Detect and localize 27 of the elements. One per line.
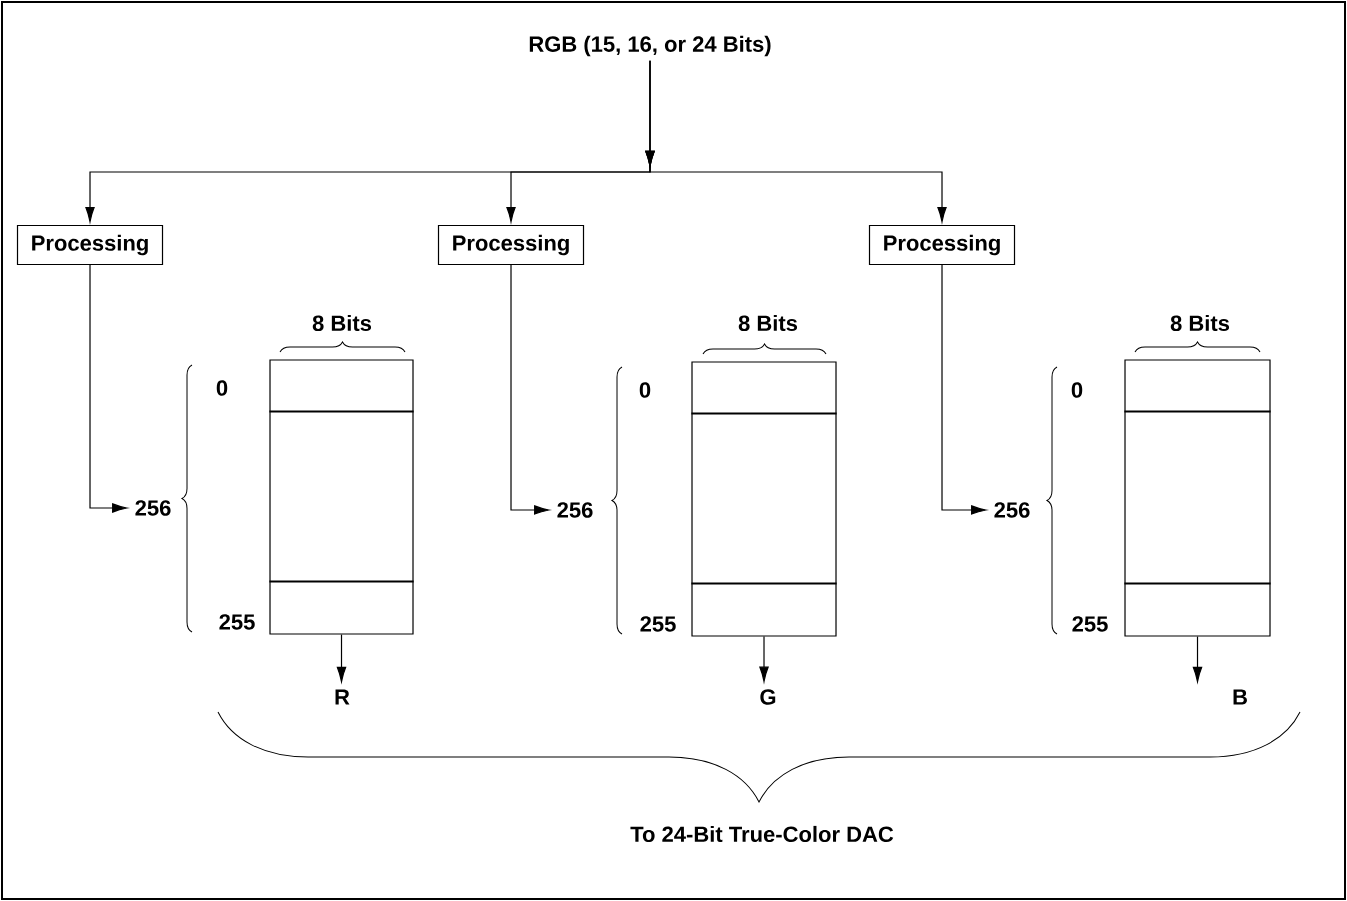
memory-table xyxy=(1123,359,1272,637)
arrow xyxy=(759,636,769,682)
label-text: 0 xyxy=(639,382,651,398)
processing-box: Processing xyxy=(868,224,1016,266)
arrow xyxy=(941,264,987,515)
node-text: G xyxy=(760,689,776,705)
label-text: 0 xyxy=(216,380,228,396)
node-text: 256 xyxy=(557,502,593,518)
node-text: 256 xyxy=(994,502,1030,518)
processing-box: Processing xyxy=(437,224,585,266)
memory-table xyxy=(268,359,415,635)
node-text: B xyxy=(1233,689,1247,705)
label-text: 8 Bits xyxy=(1170,314,1230,332)
processing-box: Processing xyxy=(16,224,164,266)
node-text: R xyxy=(335,689,350,705)
label-text: To 24-Bit True-Color DAC xyxy=(630,825,894,843)
label-text: 8 Bits xyxy=(312,314,372,332)
node-text: RGB (15, 16, or 24 Bits) xyxy=(529,35,771,57)
node-text: 256 xyxy=(135,500,171,516)
label-text: 0 xyxy=(1071,382,1083,398)
arrow xyxy=(1192,636,1203,683)
arrow xyxy=(510,264,550,515)
arrow xyxy=(336,634,347,683)
label-text: 8 Bits xyxy=(738,314,798,332)
arrow xyxy=(89,264,128,513)
arrow xyxy=(645,60,947,223)
memory-table xyxy=(690,361,838,637)
